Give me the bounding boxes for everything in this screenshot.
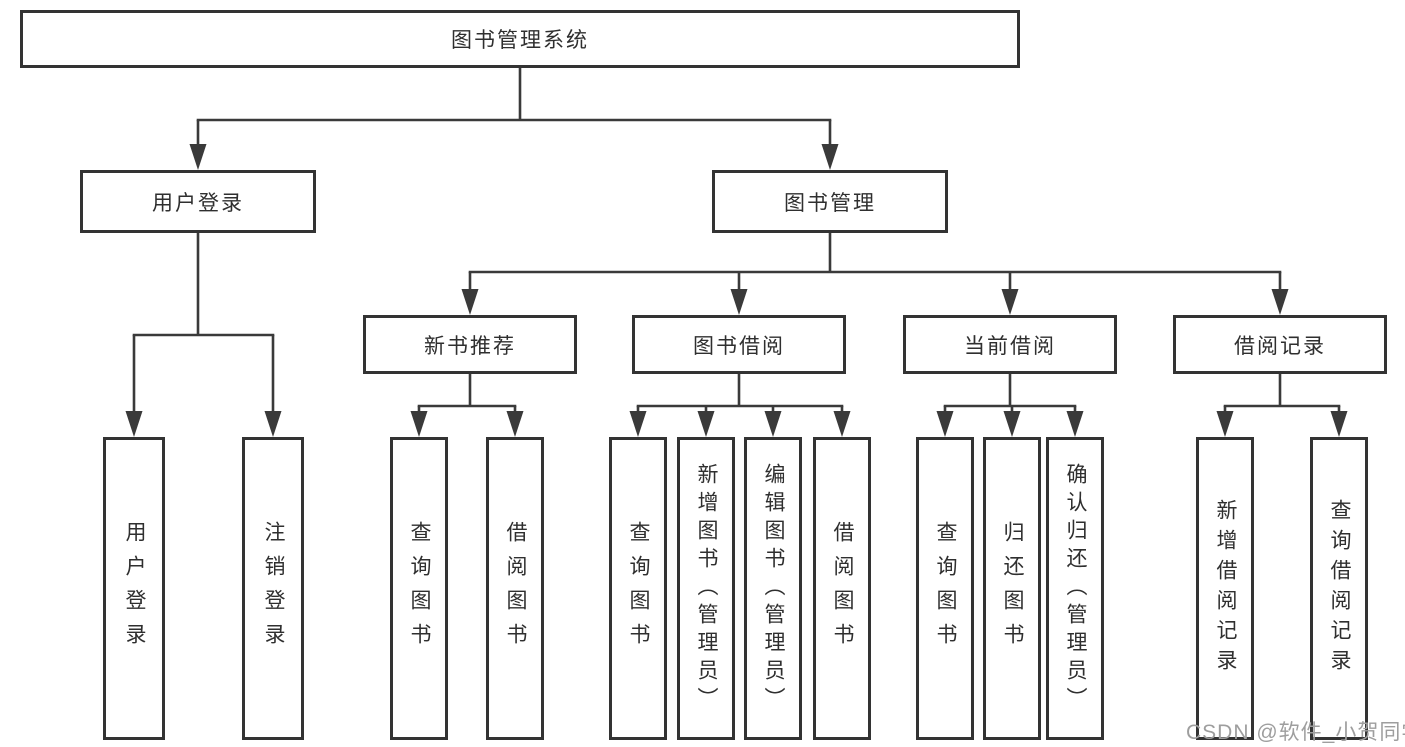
leaf-query-books: 查询图书 bbox=[916, 437, 974, 740]
leaf-label: 确认归还（管理员） bbox=[1064, 462, 1087, 715]
leaf-label: 查询图书 bbox=[408, 520, 431, 657]
leaf-edit-books-admin: 编辑图书（管理员） bbox=[744, 437, 802, 740]
node-label: 借阅记录 bbox=[1234, 334, 1326, 358]
leaf-label: 借阅图书 bbox=[831, 520, 854, 657]
node-book-management: 图书管理 bbox=[712, 170, 948, 233]
node-library-management-system: 图书管理系统 bbox=[20, 10, 1020, 68]
node-label: 图书管理系统 bbox=[451, 29, 589, 52]
leaf-query-books: 查询图书 bbox=[609, 437, 667, 740]
leaf-logout: 注销登录 bbox=[242, 437, 304, 740]
leaf-label: 查询借阅记录 bbox=[1328, 498, 1351, 679]
leaf-confirm-return-admin: 确认归还（管理员） bbox=[1046, 437, 1104, 740]
leaf-label: 查询图书 bbox=[627, 520, 650, 657]
node-current-borrowing: 当前借阅 bbox=[903, 315, 1117, 374]
leaf-return-books: 归还图书 bbox=[983, 437, 1041, 740]
leaf-user-login: 用户登录 bbox=[103, 437, 165, 740]
leaf-label: 借阅图书 bbox=[504, 520, 527, 657]
node-label: 图书管理 bbox=[784, 191, 876, 215]
leaf-label: 编辑图书（管理员） bbox=[762, 462, 785, 715]
node-label: 当前借阅 bbox=[964, 334, 1056, 358]
leaf-label: 新增图书（管理员） bbox=[695, 462, 718, 715]
node-label: 新书推荐 bbox=[424, 334, 516, 358]
node-label: 用户登录 bbox=[152, 191, 244, 215]
leaf-label: 查询图书 bbox=[934, 520, 957, 657]
leaf-borrow-books: 借阅图书 bbox=[486, 437, 544, 740]
leaf-add-borrow-record: 新增借阅记录 bbox=[1196, 437, 1254, 740]
watermark: CSDN @软件_小贺同学 bbox=[1186, 721, 1405, 744]
leaf-label: 用户登录 bbox=[123, 520, 146, 657]
node-new-book-recommendation: 新书推荐 bbox=[363, 315, 577, 374]
leaf-label: 注销登录 bbox=[262, 520, 285, 657]
leaf-borrow-books: 借阅图书 bbox=[813, 437, 871, 740]
leaf-query-borrow-record: 查询借阅记录 bbox=[1310, 437, 1368, 740]
node-user-login: 用户登录 bbox=[80, 170, 316, 233]
leaf-label: 归还图书 bbox=[1001, 520, 1024, 657]
leaf-label: 新增借阅记录 bbox=[1214, 498, 1237, 679]
node-book-borrowing: 图书借阅 bbox=[632, 315, 846, 374]
leaf-query-books: 查询图书 bbox=[390, 437, 448, 740]
leaf-add-books-admin: 新增图书（管理员） bbox=[677, 437, 735, 740]
node-borrowing-records: 借阅记录 bbox=[1173, 315, 1387, 374]
node-label: 图书借阅 bbox=[693, 334, 785, 358]
